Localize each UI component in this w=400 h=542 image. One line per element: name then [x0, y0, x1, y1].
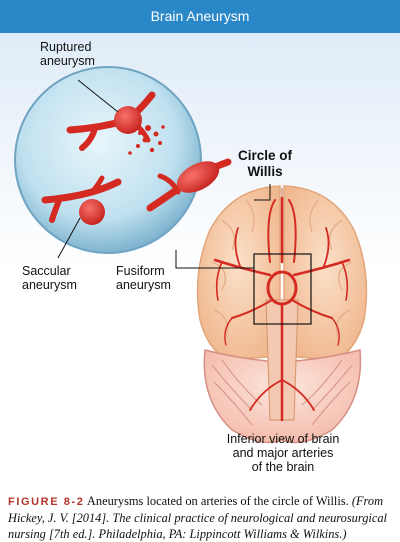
- ruptured-leader: [77, 79, 119, 113]
- caption-source: (From Hickey, J. V. [2014]. The clinical…: [8, 494, 387, 541]
- label-ruptured-aneurysm: Ruptured aneurysm: [40, 40, 95, 68]
- circle-leader: [254, 184, 271, 201]
- fusiform-aneurysm-sac: [176, 161, 220, 193]
- saccular-leader: [57, 217, 81, 259]
- brain-inferior-view: [175, 184, 368, 444]
- caption-text: Aneurysms located on arteries of the cir…: [84, 494, 352, 508]
- blood-droplets: [128, 125, 165, 155]
- figure-title: Brain Aneurysm: [0, 0, 400, 33]
- figure-number: FIGURE 8-2: [8, 496, 85, 508]
- figure-caption: FIGURE 8-2 Aneurysms located on arteries…: [8, 493, 396, 542]
- magnified-view-circle: [14, 66, 232, 259]
- label-saccular-aneurysm: Saccular aneurysm: [22, 264, 77, 292]
- circle-of-willis-box: [253, 253, 312, 325]
- fusiform-leader: [175, 250, 254, 269]
- circle-of-willis-ring: [266, 270, 298, 306]
- label-inferior-view: Inferior view of brain and major arterie…: [226, 432, 340, 474]
- label-circle-of-willis: Circle of Willis: [238, 148, 293, 179]
- saccular-aneurysm-sac: [79, 199, 105, 225]
- aneurysm-illustration: [14, 66, 368, 444]
- label-fusiform-aneurysm: Fusiform aneurysm: [116, 264, 171, 292]
- ruptured-aneurysm-sac: [114, 106, 142, 134]
